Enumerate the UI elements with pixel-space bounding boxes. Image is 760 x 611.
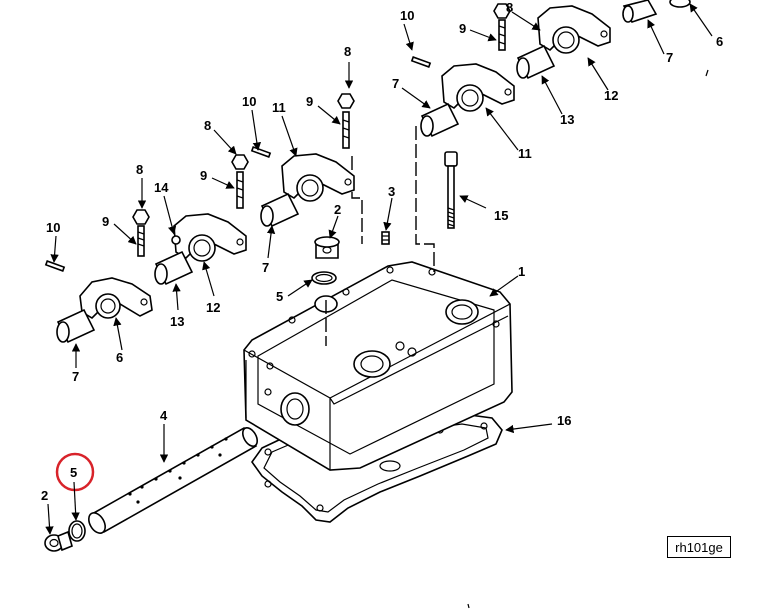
- callout-12: 12: [206, 300, 220, 315]
- callout-8: 8: [136, 162, 143, 177]
- callout-9: 9: [459, 21, 466, 36]
- adjusting-screw-4: [493, 3, 511, 51]
- adjusting-screw-1: [132, 209, 150, 257]
- callout-9: 9: [102, 214, 109, 229]
- callout-15: 15: [494, 208, 508, 223]
- callout-7: 7: [666, 50, 673, 65]
- callout-10: 10: [46, 220, 60, 235]
- long-bolt: [444, 151, 458, 229]
- callout-13: 13: [560, 112, 574, 127]
- plug-lower: [44, 530, 73, 552]
- callout-8: 8: [506, 0, 513, 15]
- stray-mark: [467, 603, 470, 609]
- setscrew: [381, 231, 390, 245]
- pin-10-right: [410, 56, 432, 68]
- callout-7: 7: [262, 260, 269, 275]
- adjusting-screw-2: [231, 154, 249, 209]
- leader-lines: [45, 3, 713, 535]
- callout-2: 2: [334, 202, 341, 217]
- callout-6: 6: [716, 34, 723, 49]
- rocker-arm-top-right: [516, 0, 691, 80]
- callout-4: 4: [160, 408, 168, 423]
- rocker-shaft: [88, 426, 259, 534]
- callout-6: 6: [116, 350, 123, 365]
- callout-9: 9: [200, 168, 207, 183]
- callout-10: 10: [242, 94, 256, 109]
- adjusting-screw-3: [337, 93, 355, 149]
- pin-10-mid: [250, 146, 272, 158]
- callout-5-highlighted: 5: [70, 465, 77, 480]
- o-ring-upper: [311, 271, 337, 285]
- rocker-arm-upper-right: [420, 63, 515, 138]
- callout-9: 9: [306, 94, 313, 109]
- callout-13: 13: [170, 314, 184, 329]
- callout-5: 5: [276, 289, 283, 304]
- callout-3: 3: [388, 184, 395, 199]
- rocker-arm-lower-left: [56, 277, 153, 344]
- callout-12: 12: [604, 88, 618, 103]
- callout-1: 1: [518, 264, 525, 279]
- callout-8: 8: [204, 118, 211, 133]
- pin-14: [171, 235, 181, 245]
- pin-10-left: [44, 260, 66, 272]
- rocker-housing: [243, 261, 513, 471]
- callout-10: 10: [400, 8, 414, 23]
- callout-14: 14: [154, 180, 169, 195]
- callout-labels: 10 9 8 6 7 12 13 11 7 8 9 10 11 8 9 8 14…: [41, 0, 723, 503]
- callout-11: 11: [518, 146, 532, 161]
- o-ring-lower: [68, 520, 86, 542]
- stray-mark: [705, 69, 709, 77]
- figure-reference-box: rh101ge: [667, 536, 731, 558]
- callout-16: 16: [557, 413, 571, 428]
- callout-8: 8: [344, 44, 351, 59]
- callout-7: 7: [392, 76, 399, 91]
- rocker-arm-middle: [260, 153, 355, 228]
- callout-2: 2: [41, 488, 48, 503]
- callout-7: 7: [72, 369, 79, 384]
- plug-upper: [314, 236, 340, 259]
- rocker-arm-middle-left: [154, 213, 247, 286]
- callout-11: 11: [272, 100, 286, 115]
